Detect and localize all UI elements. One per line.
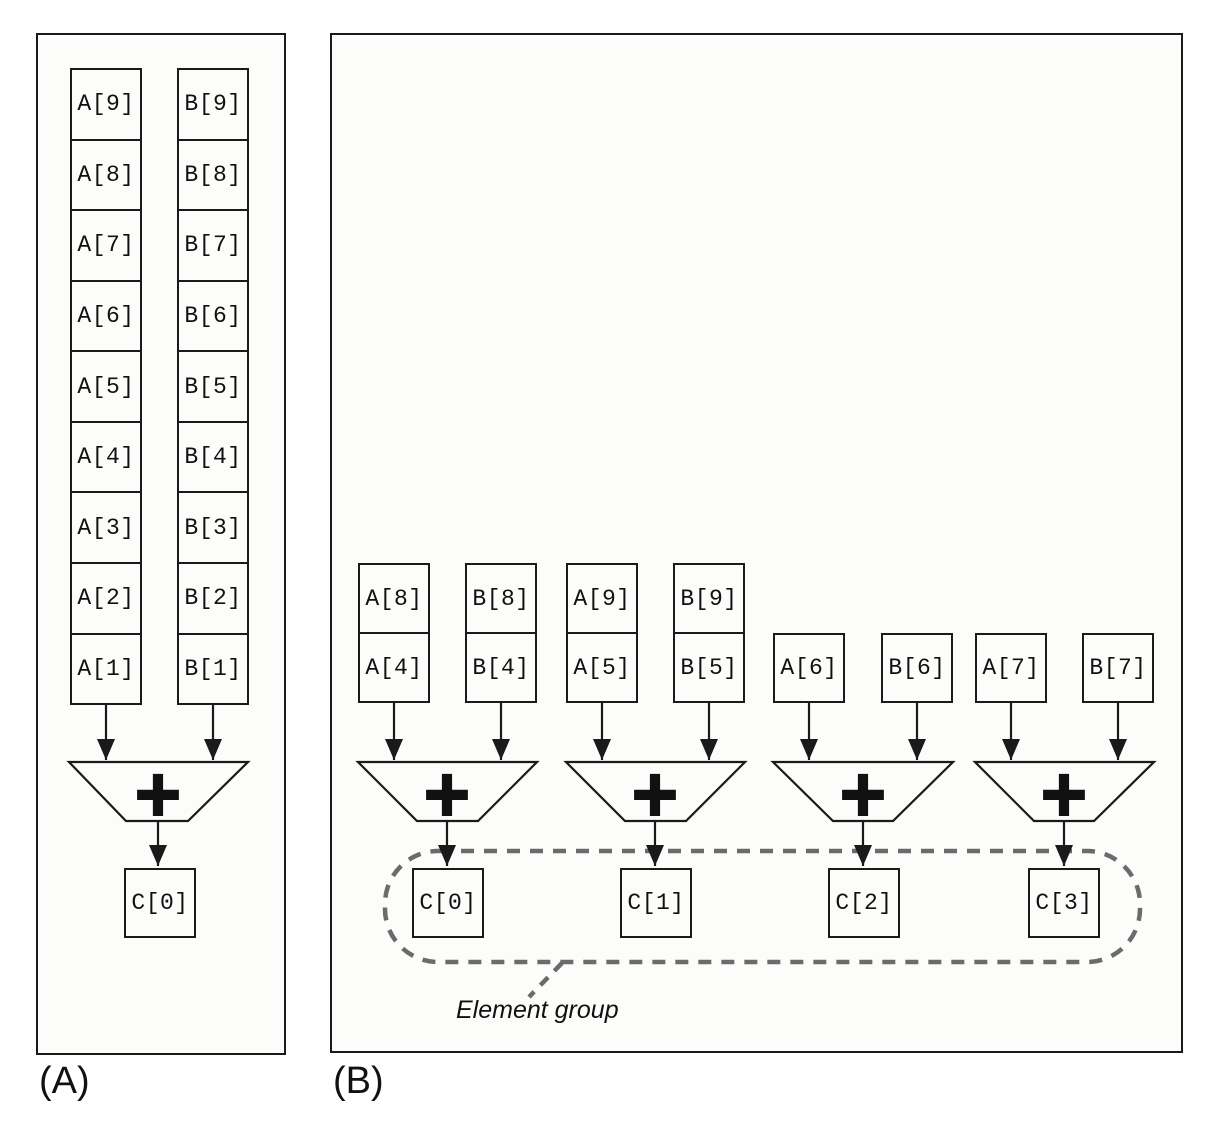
result-cell: C[0]: [124, 868, 196, 938]
array-cell: A[1]: [72, 632, 140, 704]
result-cell: C[0]: [412, 868, 484, 938]
arrow-icon: [438, 821, 1073, 866]
array-cell: A[5]: [568, 632, 636, 701]
element-group-outline: [382, 848, 1143, 965]
array-cell: B[5]: [675, 632, 743, 701]
array-cell: B[4]: [467, 632, 535, 701]
array-cell-stack: B[9] B[5]: [673, 563, 745, 703]
array-cell: B[8]: [179, 138, 247, 210]
arrow-icon: [97, 705, 222, 866]
element-group-leader-line: [527, 961, 564, 999]
array-cell: B[9]: [680, 585, 738, 612]
array-b-column: B[9] B[8] B[7] B[6] B[5] B[4] B[3] B[2] …: [177, 68, 249, 705]
plus-icon: +: [837, 757, 889, 830]
panel-b-label: (B): [333, 1060, 384, 1102]
plus-icon: +: [132, 757, 184, 830]
array-cell: A[8]: [365, 585, 423, 612]
array-cell: A[9]: [77, 91, 135, 118]
adder-trapezoid: [66, 760, 251, 823]
array-cell: A[5]: [72, 350, 140, 421]
array-cell: A[4]: [72, 420, 140, 492]
array-cell: A[9]: [573, 585, 631, 612]
array-cell: A[7]: [975, 633, 1047, 703]
array-cell: B[9]: [184, 91, 242, 118]
array-cell-stack: A[8] A[4]: [358, 563, 430, 703]
array-cell: B[7]: [179, 209, 247, 280]
element-group-label: Element group: [456, 996, 619, 1024]
arrow-icon: [385, 703, 1127, 760]
array-cell: B[5]: [179, 350, 247, 421]
array-cell: A[3]: [72, 491, 140, 562]
array-cell: B[1]: [179, 632, 247, 704]
adder-trapezoid: [770, 760, 956, 823]
plus-icon: +: [629, 757, 681, 830]
array-cell: B[7]: [1082, 633, 1154, 703]
adder-trapezoid: [355, 760, 540, 823]
array-cell: B[2]: [179, 561, 247, 633]
plus-icon: +: [1038, 757, 1090, 830]
result-cell: C[3]: [1028, 868, 1100, 938]
array-cell: A[7]: [72, 209, 140, 280]
adder-trapezoid: [972, 760, 1157, 823]
result-cell: C[1]: [620, 868, 692, 938]
array-cell-stack: A[9] A[5]: [566, 563, 638, 703]
array-cell: B[3]: [179, 491, 247, 562]
array-cell: A[2]: [72, 561, 140, 633]
panel-a-label: (A): [39, 1060, 90, 1102]
adder-trapezoid: [563, 760, 748, 823]
plus-icon: +: [421, 757, 473, 830]
array-cell-stack: B[8] B[4]: [465, 563, 537, 703]
array-cell: A[6]: [773, 633, 845, 703]
array-cell: B[6]: [881, 633, 953, 703]
array-a-column: A[9] A[8] A[7] A[6] A[5] A[4] A[3] A[2] …: [70, 68, 142, 705]
array-cell: B[4]: [179, 420, 247, 492]
array-cell: A[8]: [72, 138, 140, 210]
result-cell: C[2]: [828, 868, 900, 938]
array-cell: B[8]: [472, 585, 530, 612]
array-cell: A[4]: [360, 632, 428, 701]
array-cell: B[6]: [179, 279, 247, 351]
array-cell: A[6]: [72, 279, 140, 351]
